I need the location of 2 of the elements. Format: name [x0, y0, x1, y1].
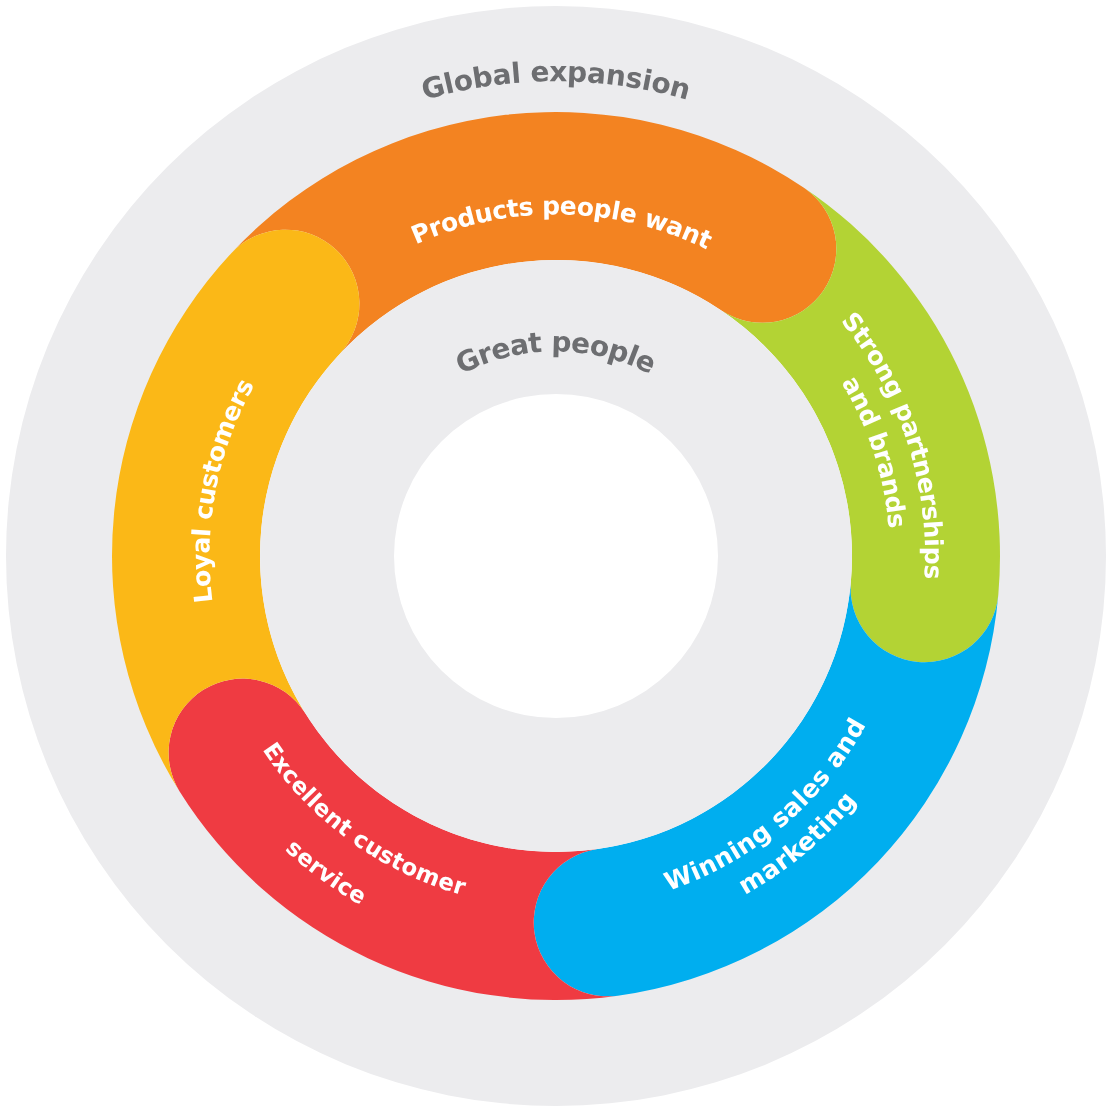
ring-label: Great people: [450, 325, 662, 381]
ring-label: Global expansion: [417, 55, 695, 107]
